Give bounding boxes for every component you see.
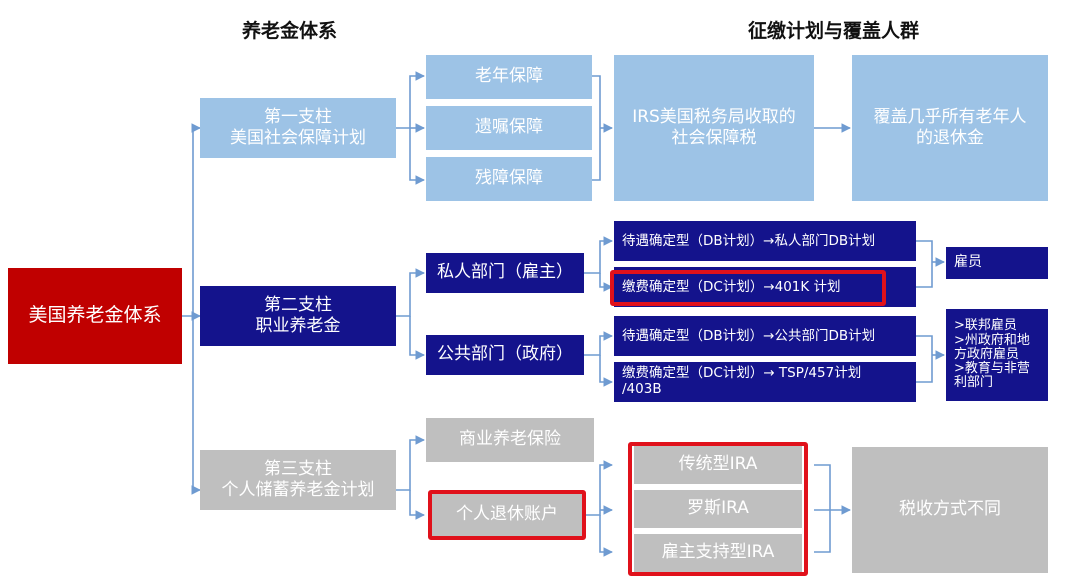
pillar-1-item-survivor: 遗嘱保障 [426,106,592,150]
public-sector-box: 公共部门（政府） [426,335,584,375]
ira-employer-sponsored-box: 雇主支持型IRA [634,534,802,572]
pillar-1-tax-box: IRS美国税务局收取的 社会保障税 [614,55,814,201]
public-db-plan-box: 待遇确定型（DB计划）→公共部门DB计划 [614,316,916,356]
root-us-pension-system: 美国养老金体系 [8,268,182,364]
pillar-1-item-old-age: 老年保障 [426,55,592,99]
private-db-plan-box: 待遇确定型（DB计划）→私人部门DB计划 [614,221,916,261]
highlight-frame-ira-types [628,442,808,576]
pillar-3-box: 第三支柱 个人储蓄养老金计划 [200,450,396,510]
public-dc-plan-box: 缴费确定型（DC计划）→ TSP/457计划 /403B [614,362,916,402]
heading-collection-coverage: 征缴计划与覆盖人群 [748,20,920,42]
pillar-1-item-disability: 残障保障 [426,157,592,201]
private-coverage-employees: 雇员 [946,247,1048,279]
highlight-frame-401k [610,270,886,306]
ira-account-box: 个人退休账户 [432,494,582,536]
pillar-2-box: 第二支柱 职业养老金 [200,286,396,346]
ira-traditional-box: 传统型IRA [634,446,802,484]
pillar-1-coverage-box: 覆盖几乎所有老年人 的退休金 [852,55,1048,201]
tax-method-box: 税收方式不同 [852,447,1048,573]
ira-roth-box: 罗斯IRA [634,490,802,528]
public-coverage-employees: >联邦雇员 >州政府和地 方政府雇员 >教育与非营 利部门 [946,309,1048,401]
private-sector-box: 私人部门（雇主） [426,253,584,293]
pillar-1-box: 第一支柱 美国社会保障计划 [200,98,396,158]
heading-pension-system: 养老金体系 [242,20,338,42]
highlight-frame-ira-account [428,490,586,540]
commercial-pension-insurance-box: 商业养老保险 [426,418,594,462]
